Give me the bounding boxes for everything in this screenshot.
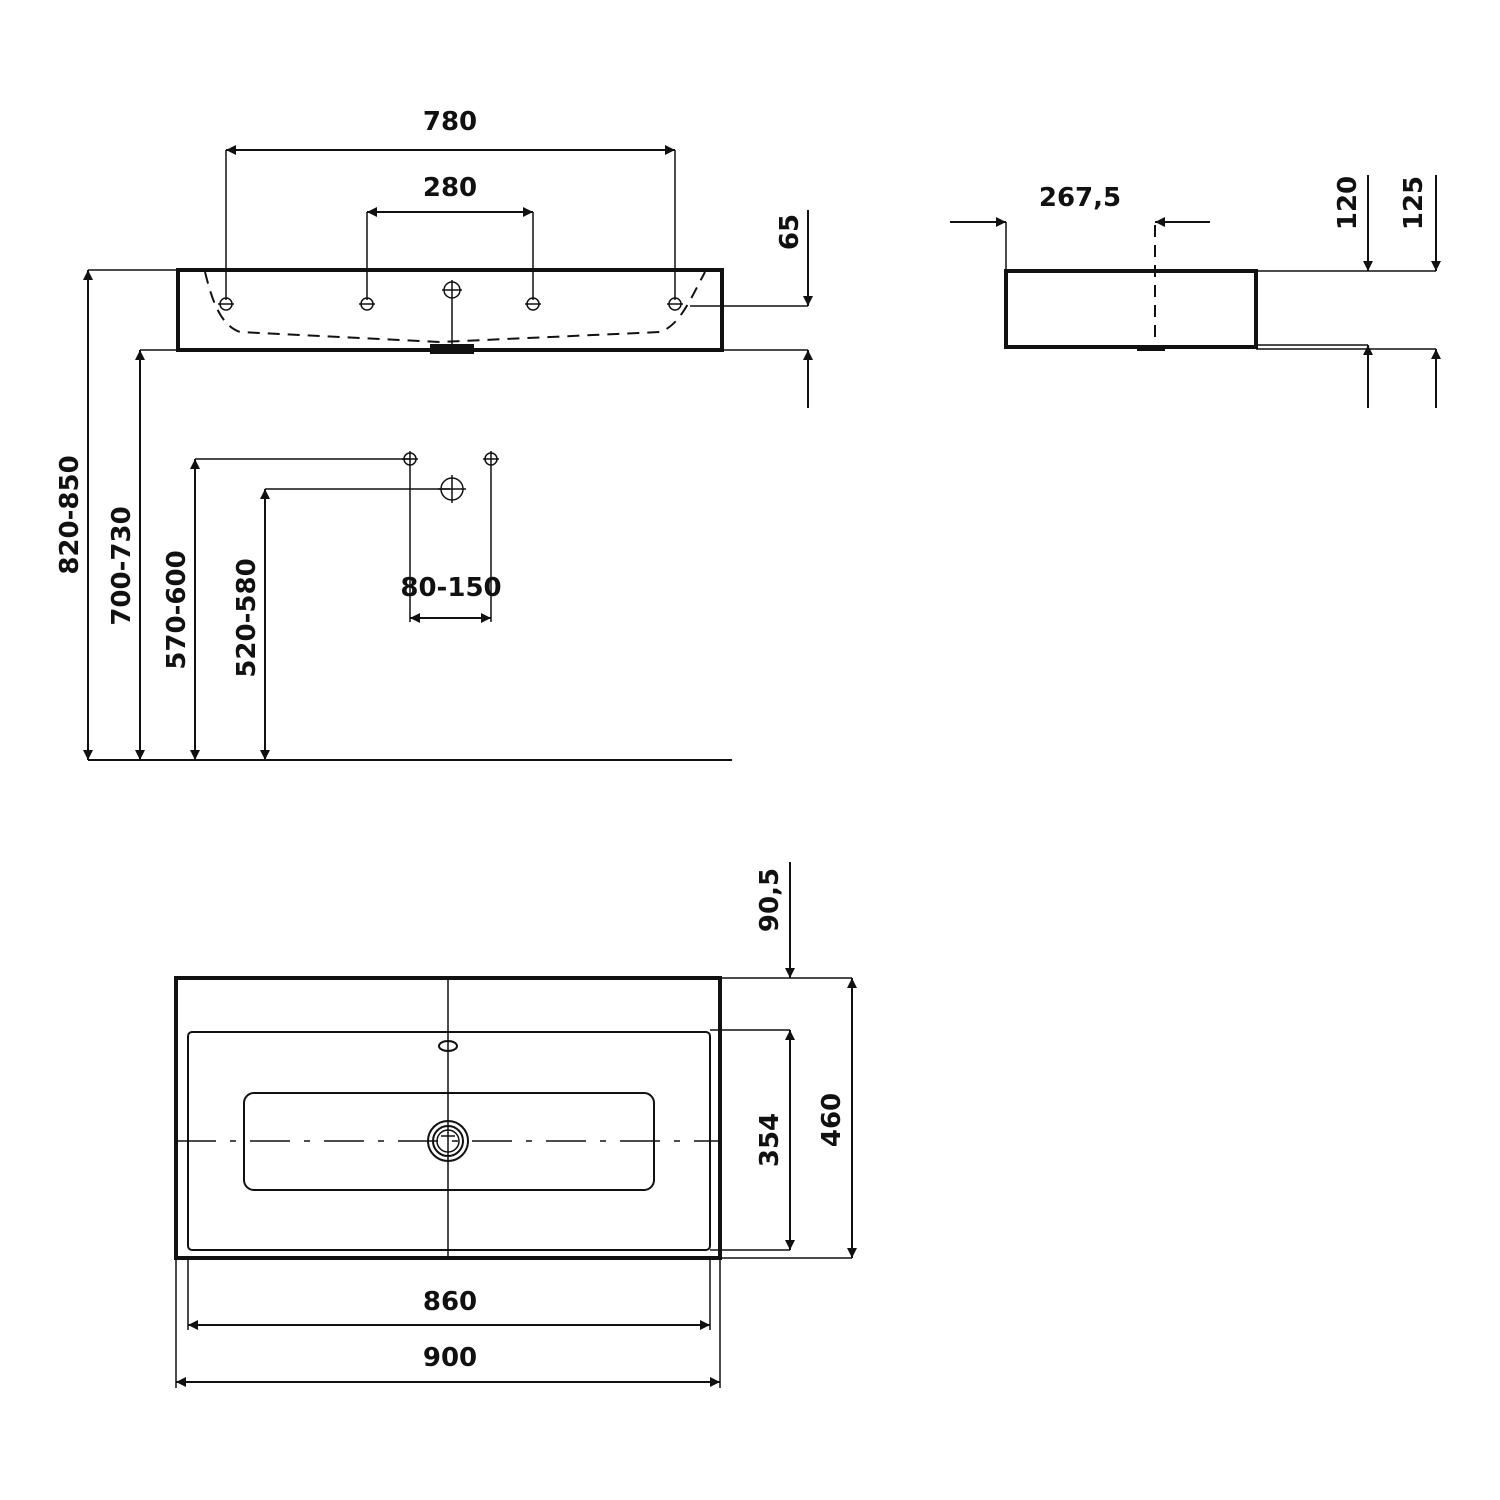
drain-icon: [427, 1120, 469, 1162]
supply-point-icon: [402, 451, 499, 467]
dim-inner-depth: 354: [755, 1113, 785, 1167]
dim-inner-width: 860: [423, 1287, 477, 1317]
dim-bottom-height: 700-730: [107, 506, 137, 625]
front-drain: [430, 344, 474, 354]
dim-water-supply: 570-600: [162, 550, 192, 669]
front-bowl-hidden-line: [204, 271, 706, 344]
dim-outer-depth: 460: [817, 1093, 847, 1147]
dim-tap-inner: 280: [423, 173, 477, 203]
tap-hole-icon: [218, 281, 683, 311]
tap-hole-icon: [438, 1040, 458, 1052]
side-view: 267,5 120 125: [950, 175, 1441, 408]
dim-height-a: 120: [1333, 176, 1363, 230]
dim-top-height: 820-850: [55, 455, 85, 574]
dim-rear-offset: 90,5: [755, 868, 785, 932]
dim-outer-width: 900: [423, 1343, 477, 1373]
dim-basin-height: 65: [775, 214, 805, 250]
front-view: 780 280 65 820-850 700-730 570-600 520-5…: [55, 107, 813, 761]
dim-tap-outer: 780: [423, 107, 477, 137]
dim-waste: 520-580: [232, 558, 262, 677]
dim-supply-spacing: 80-150: [400, 573, 501, 603]
top-view: 90,5 354 460 860 900: [174, 862, 857, 1388]
dim-drain-offset: 267,5: [1039, 183, 1121, 213]
side-basin-outline: [1004, 269, 1258, 349]
waste-point-icon: [438, 475, 466, 503]
dim-height-b: 125: [1399, 176, 1429, 230]
